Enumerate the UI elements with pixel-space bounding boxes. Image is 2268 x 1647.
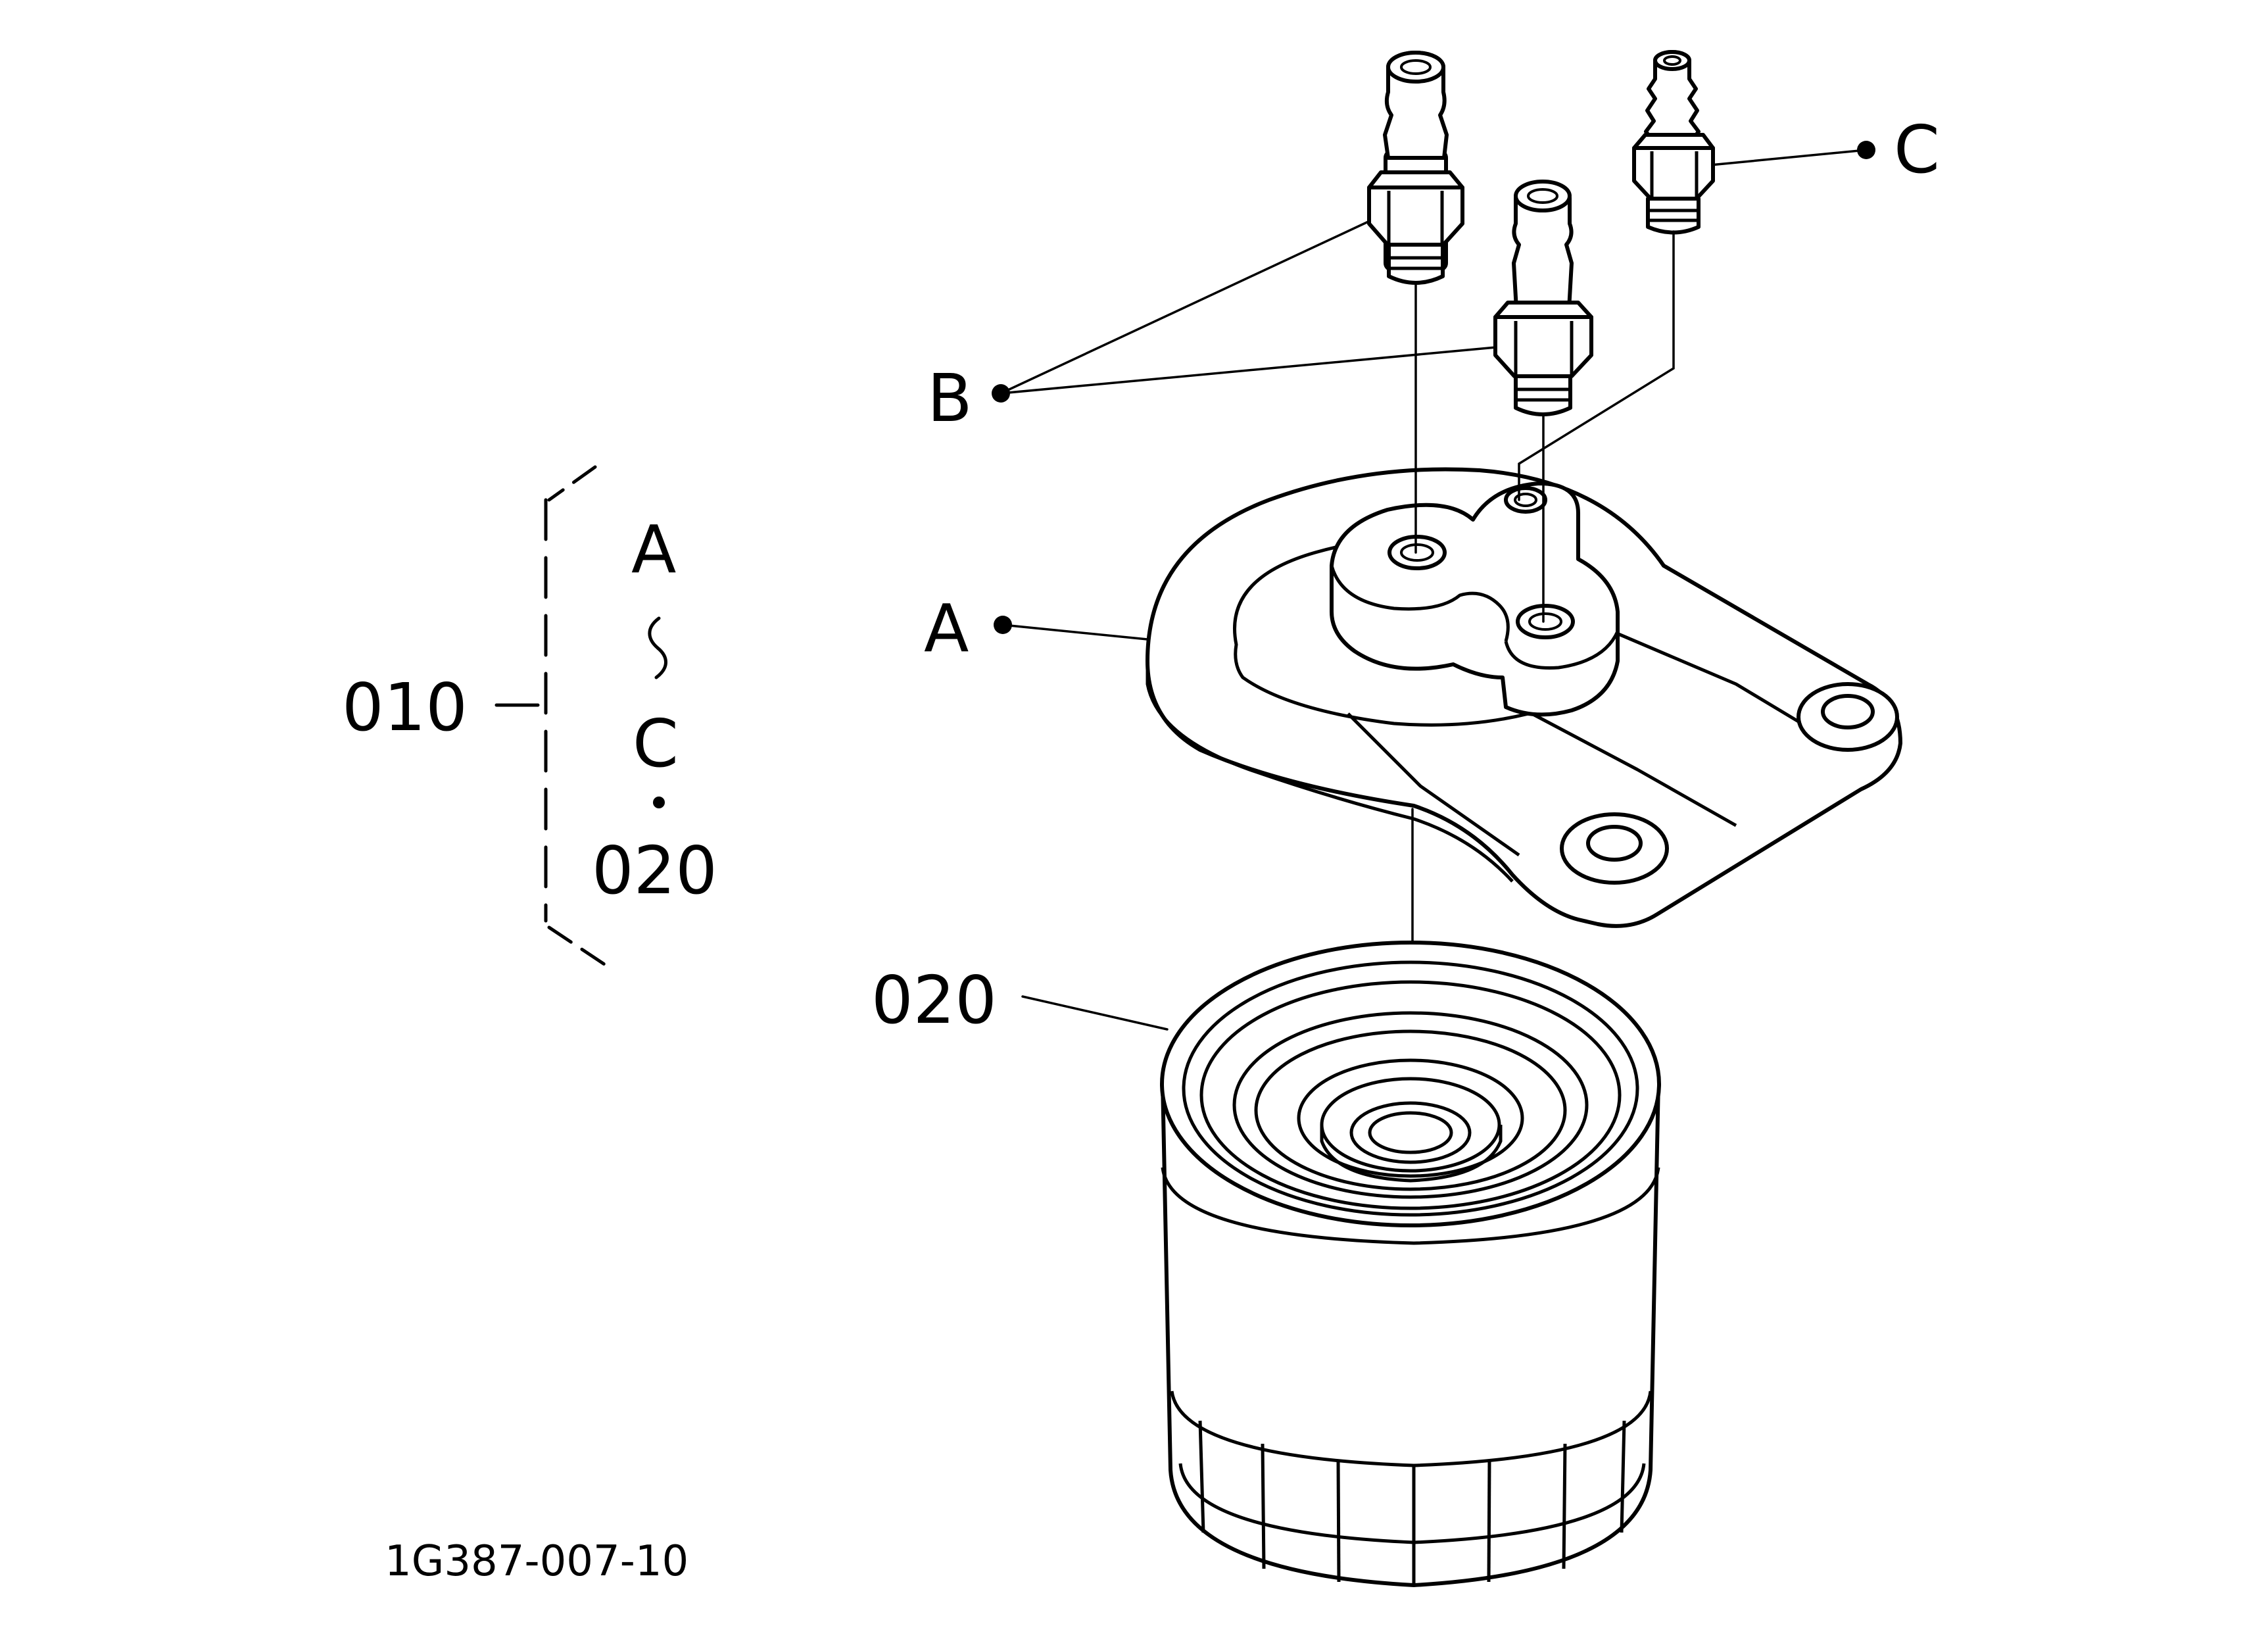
callout-a-label: A <box>924 590 969 667</box>
group-bracket-010 <box>495 465 610 969</box>
figure-code: 1G387-007-10 <box>385 1537 688 1586</box>
filter-head-a <box>1146 467 1902 928</box>
range-dot <box>653 797 665 808</box>
group-range-start-label: A <box>631 511 676 588</box>
callout-c-label: C <box>1894 111 1940 188</box>
part-020-label: 020 <box>871 962 997 1039</box>
hose-fitting-c <box>1632 50 1715 235</box>
callout-b-label: B <box>927 360 973 437</box>
filter-cartridge-020 <box>1160 941 1661 1587</box>
range-tilde-mark <box>648 616 667 679</box>
group-extra-label: 020 <box>592 832 717 909</box>
hose-fitting-b-middle <box>1493 180 1593 416</box>
group-range-end-label: C <box>633 705 679 782</box>
hose-fitting-b-left <box>1367 51 1464 285</box>
group-010-label: 010 <box>342 669 468 746</box>
